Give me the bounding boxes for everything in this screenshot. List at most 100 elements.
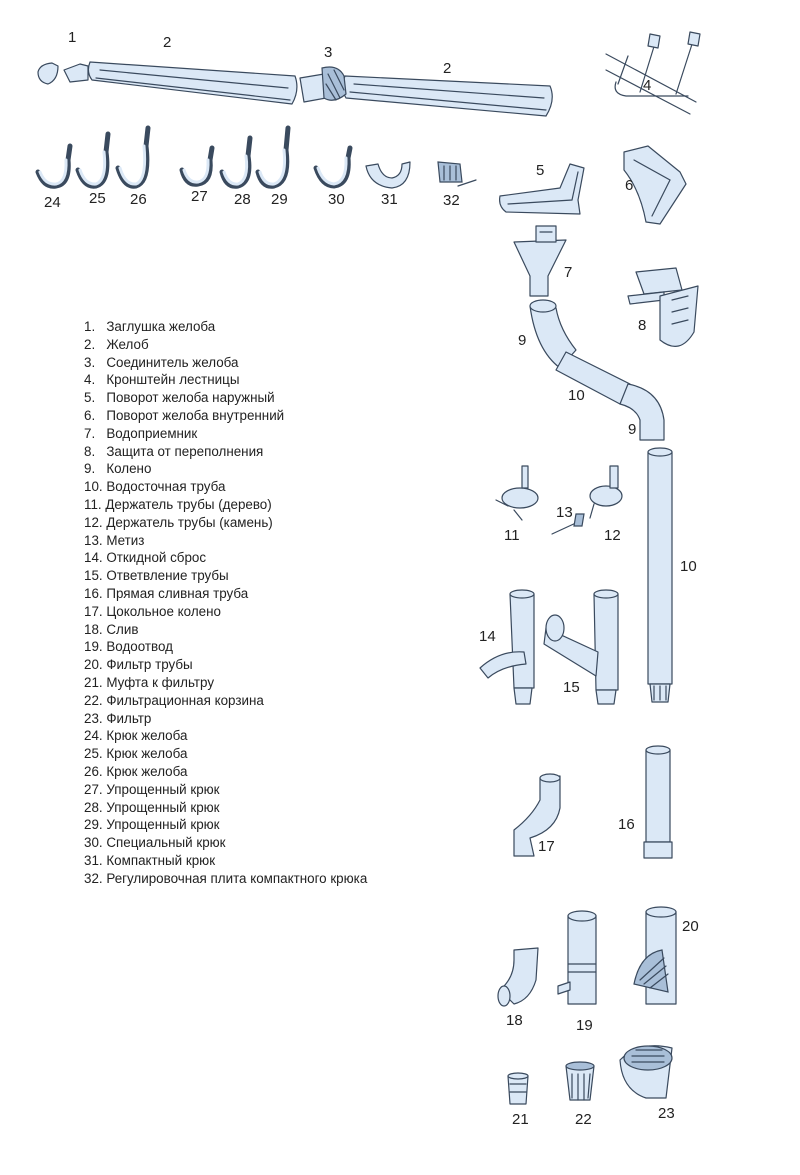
- part-9-elbow-upper: [529, 299, 577, 369]
- part-8-overflow-guard: [627, 267, 699, 347]
- label-24: 24: [44, 194, 61, 211]
- legend-item-1: 1. Заглушка желоба: [84, 319, 216, 334]
- label-14: 14: [479, 628, 496, 645]
- legend-item-14: 14. Откидной сброс: [84, 550, 207, 566]
- diagram-labels: 1 2 2 3 4 5 6 7 8 9 10 9 10 11 13 12 14 …: [44, 29, 699, 1128]
- legend-item-31: 31. Компактный крюк: [84, 852, 216, 868]
- legend-item-8: 8. Защита от переполнения: [84, 443, 264, 459]
- label-32: 32: [443, 192, 460, 209]
- label-16: 16: [618, 816, 635, 833]
- label-5: 5: [536, 162, 544, 179]
- legend-item-18: 18. Слив: [84, 621, 139, 637]
- label-17: 17: [538, 838, 555, 855]
- part-28-simplified-hook: [219, 135, 253, 189]
- part-3-gutter-connector: [299, 66, 347, 103]
- part-12-pipe-holder-stone: [589, 465, 623, 519]
- part-25-gutter-hook: [75, 131, 111, 189]
- legend-item-10: 10. Водосточная труба: [84, 479, 226, 495]
- part-5-outer-corner: [499, 163, 585, 215]
- part-14-diverter: [479, 589, 535, 705]
- legend-item-23: 23. Фильтр: [84, 710, 152, 726]
- part-6-inner-corner: [623, 145, 687, 225]
- legend-item-29: 29. Упрощенный крюк: [84, 817, 220, 833]
- label-11: 11: [504, 527, 520, 544]
- part-31-compact-hook: [365, 161, 411, 189]
- part-1-gutter-end-cap: [37, 62, 89, 85]
- part-11-pipe-holder-wood: [495, 465, 539, 521]
- label-2-left: 2: [163, 34, 171, 51]
- label-22: 22: [575, 1111, 592, 1128]
- label-2-right: 2: [443, 60, 451, 77]
- legend-item-15: 15. Ответвление трубы: [84, 568, 229, 584]
- label-25: 25: [89, 190, 106, 207]
- label-18: 18: [506, 1012, 523, 1029]
- part-15-pipe-branch: [543, 589, 619, 705]
- part-29-simplified-hook: [255, 125, 291, 189]
- label-13: 13: [556, 504, 573, 521]
- label-9-lower: 9: [628, 421, 636, 438]
- legend-item-20: 20. Фильтр трубы: [84, 657, 193, 673]
- legend-item-26: 26. Крюк желоба: [84, 763, 188, 779]
- label-8: 8: [638, 317, 646, 334]
- label-29: 29: [271, 191, 288, 208]
- label-7: 7: [564, 264, 572, 281]
- label-6: 6: [625, 177, 633, 194]
- label-10-pipe: 10: [680, 558, 697, 575]
- label-28: 28: [234, 191, 251, 208]
- legend-item-24: 24. Крюк желоба: [84, 728, 188, 744]
- label-4: 4: [643, 77, 651, 94]
- part-27-simplified-hook: [179, 145, 215, 187]
- legend-item-16: 16. Прямая сливная труба: [84, 585, 249, 601]
- part-32-adjustment-plate: [437, 161, 477, 187]
- label-9-upper: 9: [518, 332, 526, 349]
- legend-item-6: 6. Поворот желоба внутренний: [84, 407, 285, 423]
- part-20-pipe-filter: [633, 906, 677, 1005]
- legend-item-27: 27. Упрощенный крюк: [84, 781, 220, 797]
- label-15: 15: [563, 679, 580, 696]
- label-1: 1: [68, 29, 76, 46]
- part-18-spout: [497, 947, 539, 1007]
- part-26-gutter-hook: [115, 125, 151, 189]
- label-31: 31: [381, 191, 398, 208]
- part-23-filter: [619, 1045, 673, 1099]
- part-10-downpipe-long: [647, 447, 673, 703]
- label-27: 27: [191, 188, 208, 205]
- legend-item-2: 2. Желоб: [84, 336, 149, 352]
- label-30: 30: [328, 191, 345, 208]
- legend-item-19: 19. Водоотвод: [84, 639, 173, 655]
- part-30-special-hook: [313, 145, 353, 189]
- legend-item-25: 25. Крюк желоба: [84, 746, 188, 762]
- legend-item-13: 13. Метиз: [84, 532, 145, 548]
- parts-legend: 1. Заглушка желоба 2. Желоб 3. Соедините…: [84, 318, 367, 888]
- part-24-gutter-hook: [35, 143, 73, 189]
- part-4-ladder-bracket: [605, 31, 701, 115]
- label-21: 21: [512, 1111, 529, 1128]
- label-19: 19: [576, 1017, 593, 1034]
- part-17-offset-bend: [513, 773, 561, 857]
- legend-item-22: 22. Фильтрационная корзина: [84, 692, 264, 708]
- part-2-gutter-right: [342, 75, 553, 117]
- label-23: 23: [658, 1105, 675, 1122]
- legend-item-17: 17. Цокольное колено: [84, 603, 221, 619]
- label-10-segment: 10: [568, 387, 585, 404]
- legend-item-4: 4. Кронштейн лестницы: [84, 372, 240, 388]
- legend-item-3: 3. Соединитель желоба: [84, 354, 239, 370]
- part-16-straight-drain-pipe: [643, 745, 673, 859]
- part-2-gutter-left: [87, 61, 298, 105]
- part-7-downpipe-outlet: [513, 225, 567, 297]
- part-22-filter-basket: [565, 1061, 595, 1101]
- legend-item-9: 9. Колено: [84, 461, 152, 477]
- legend-item-30: 30. Специальный крюк: [84, 835, 226, 851]
- legend-item-11: 11. Держатель трубы (дерево): [84, 496, 272, 512]
- legend-item-12: 12. Держатель трубы (камень): [84, 514, 273, 530]
- label-12: 12: [604, 527, 621, 544]
- label-20: 20: [682, 918, 699, 935]
- legend-item-7: 7. Водоприемник: [84, 425, 198, 441]
- part-9-elbow-lower: [619, 383, 665, 441]
- legend-item-32: 32. Регулировочная плита компактного крю…: [84, 870, 368, 886]
- legend-item-5: 5. Поворот желоба наружный: [84, 390, 275, 406]
- legend-item-21: 21. Муфта к фильтру: [84, 674, 215, 690]
- legend-item-28: 28. Упрощенный крюк: [84, 799, 220, 815]
- label-26: 26: [130, 191, 147, 208]
